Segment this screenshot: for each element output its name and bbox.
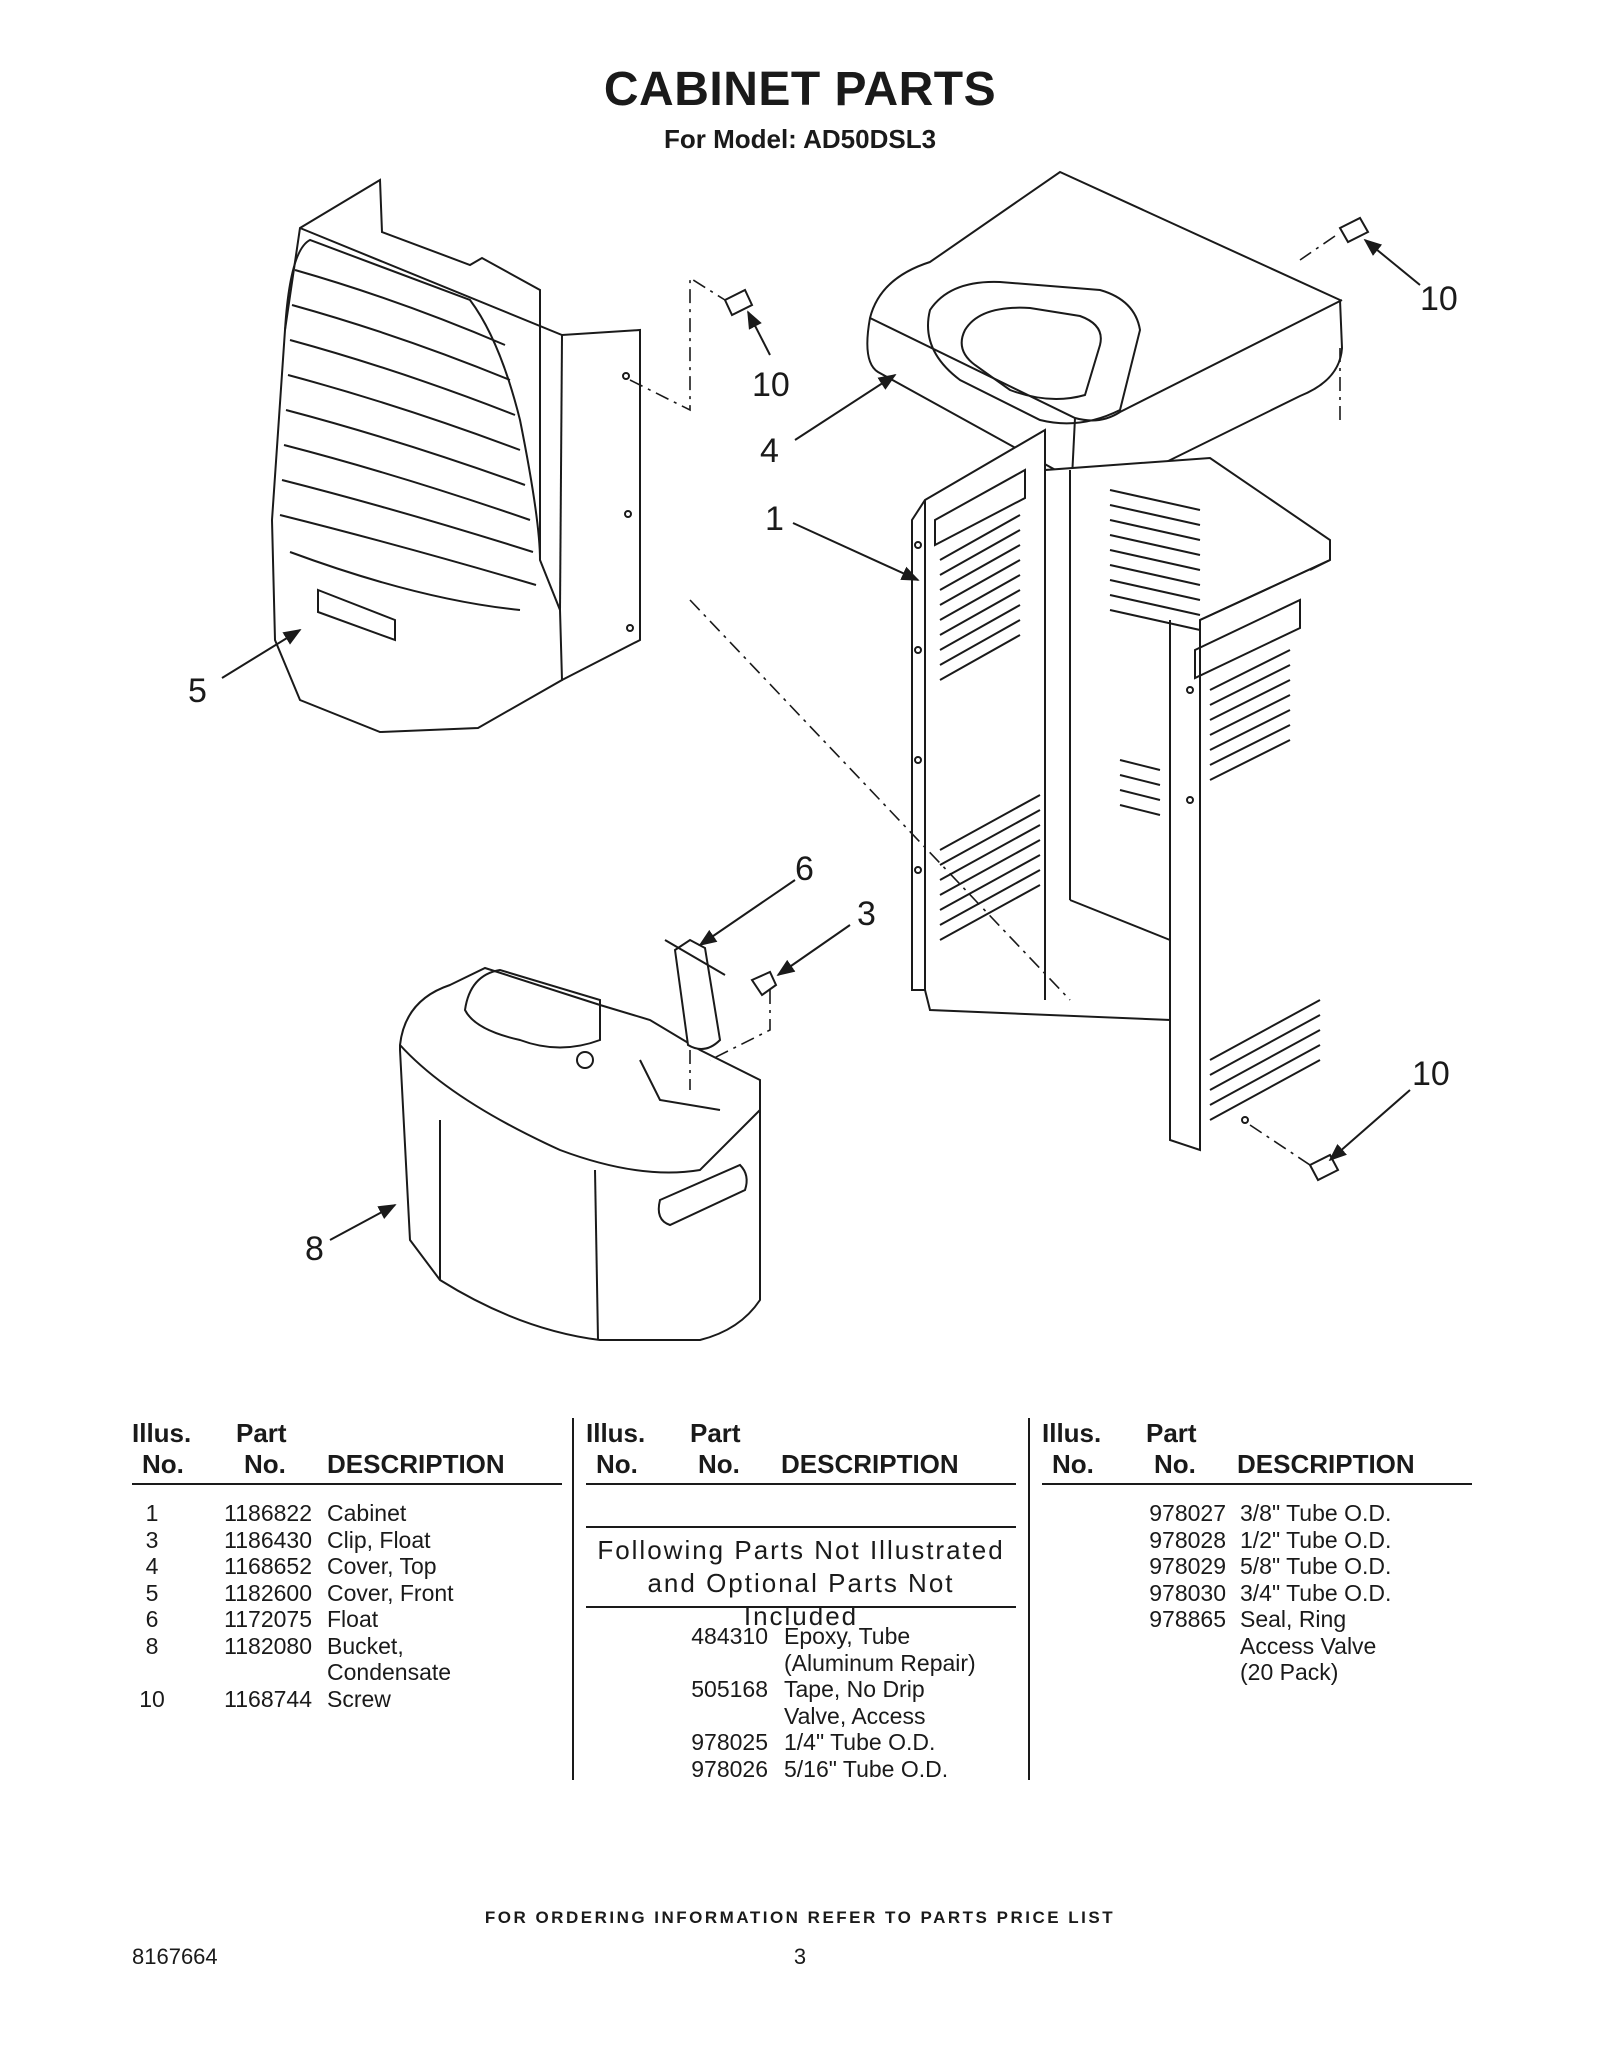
header-illus-top: Illus. <box>1042 1418 1102 1448</box>
part-number: 978026 <box>691 1755 768 1782</box>
model-subtitle: For Model: AD50DSL3 <box>663 124 937 154</box>
part-number: 1168744 <box>224 1685 312 1712</box>
note-rule-bottom <box>586 1606 1016 1608</box>
part-description: 1/4" Tube O.D. <box>784 1729 936 1755</box>
callout-8: 8 <box>305 1230 324 1268</box>
header-part-bottom: No. <box>244 1449 286 1479</box>
header-description: DESCRIPTION <box>1237 1449 1415 1479</box>
part-description: Cover, Front <box>327 1579 454 1606</box>
part-description: (Aluminum Repair) <box>784 1649 976 1676</box>
part-number: 484310 <box>691 1623 768 1649</box>
part-description: Clip, Float <box>327 1526 431 1553</box>
part-description: 5/16" Tube O.D. <box>784 1755 949 1782</box>
part-number: 978865 <box>1149 1606 1226 1632</box>
part-number: 978030 <box>1149 1579 1226 1606</box>
illus-number: 4 <box>145 1553 159 1579</box>
header-part-top: Part <box>1146 1418 1197 1448</box>
document-number: 8167664 <box>132 1944 218 1969</box>
part-description: Cabinet <box>327 1500 407 1526</box>
header-illus-bottom: No. <box>596 1449 638 1479</box>
top-cover-drawing <box>866 170 1344 484</box>
header-illus-top: Illus. <box>132 1418 192 1448</box>
part-number: 978025 <box>691 1729 768 1755</box>
part-description: Epoxy, Tube <box>784 1623 911 1649</box>
note-rule-top <box>586 1526 1016 1528</box>
callout-6: 6 <box>795 850 814 888</box>
header-illus-bottom: No. <box>1052 1449 1094 1479</box>
screw-drawings <box>723 216 1370 1182</box>
part-number: 978027 <box>1149 1500 1226 1526</box>
header-part-bottom: No. <box>698 1449 740 1479</box>
part-number: 1182080 <box>224 1632 312 1659</box>
part-description: Tape, No Drip <box>784 1676 925 1702</box>
callout-10-top: 10 <box>752 366 790 404</box>
header-rule <box>1042 1483 1472 1485</box>
page-title: CABINET PARTS <box>603 63 997 116</box>
callout-4: 4 <box>760 432 779 470</box>
ordering-note: FOR ORDERING INFORMATION REFER TO PARTS … <box>484 1908 1116 1927</box>
part-description: Condensate <box>327 1659 452 1685</box>
illus-number: 6 <box>145 1606 159 1632</box>
illus-number: 8 <box>145 1632 159 1659</box>
part-description: Access Valve <box>1240 1632 1377 1659</box>
callout-1: 1 <box>765 500 784 538</box>
part-number: 505168 <box>691 1676 768 1702</box>
illus-number: 1 <box>145 1500 159 1526</box>
part-description: 1/2" Tube O.D. <box>1240 1526 1392 1553</box>
part-description: Seal, Ring <box>1240 1606 1347 1632</box>
part-number: 1186430 <box>224 1526 312 1553</box>
part-description: Cover, Top <box>327 1553 437 1579</box>
part-description: Bucket, <box>327 1632 404 1659</box>
part-number: 1186822 <box>224 1500 312 1526</box>
header-part-top: Part <box>236 1418 287 1448</box>
callout-5: 5 <box>188 672 207 710</box>
illus-number: 10 <box>139 1685 165 1712</box>
part-number: 978028 <box>1149 1526 1226 1553</box>
callout-10-bottom-right: 10 <box>1412 1055 1450 1093</box>
float-clip-drawing <box>750 970 778 997</box>
header-illus-top: Illus. <box>586 1418 646 1448</box>
callout-10-top-right: 10 <box>1420 280 1458 318</box>
part-description: Float <box>327 1606 379 1632</box>
part-description: (20 Pack) <box>1240 1659 1339 1685</box>
illus-number: 3 <box>145 1526 159 1553</box>
header-description: DESCRIPTION <box>781 1449 959 1479</box>
part-number: 1172075 <box>224 1606 312 1632</box>
column-divider <box>1028 1418 1030 1780</box>
part-number: 978029 <box>1149 1553 1226 1579</box>
illus-number: 5 <box>145 1579 159 1606</box>
header-illus-bottom: No. <box>142 1449 184 1479</box>
page-number: 3 <box>793 1944 807 1969</box>
part-description: 5/8" Tube O.D. <box>1240 1553 1392 1579</box>
header-rule <box>132 1483 562 1485</box>
float-drawing <box>664 938 726 1050</box>
part-number: 1182600 <box>224 1579 312 1606</box>
part-description: Screw <box>327 1685 391 1712</box>
part-description: 3/8" Tube O.D. <box>1240 1500 1392 1526</box>
header-description: DESCRIPTION <box>327 1449 505 1479</box>
header-rule <box>586 1483 1016 1485</box>
part-description: 3/4" Tube O.D. <box>1240 1579 1392 1606</box>
header-part-bottom: No. <box>1154 1449 1196 1479</box>
header-part-top: Part <box>690 1418 741 1448</box>
not-illustrated-line-1: Following Parts Not Illustrated <box>597 1535 1005 1565</box>
part-number: 1168652 <box>224 1553 312 1579</box>
callout-3: 3 <box>857 895 876 933</box>
part-description: Valve, Access <box>784 1702 926 1729</box>
front-cover-drawing <box>270 178 641 734</box>
column-divider <box>572 1418 574 1780</box>
bucket-drawing <box>399 966 761 1341</box>
cabinet-drawing <box>911 428 1331 1152</box>
